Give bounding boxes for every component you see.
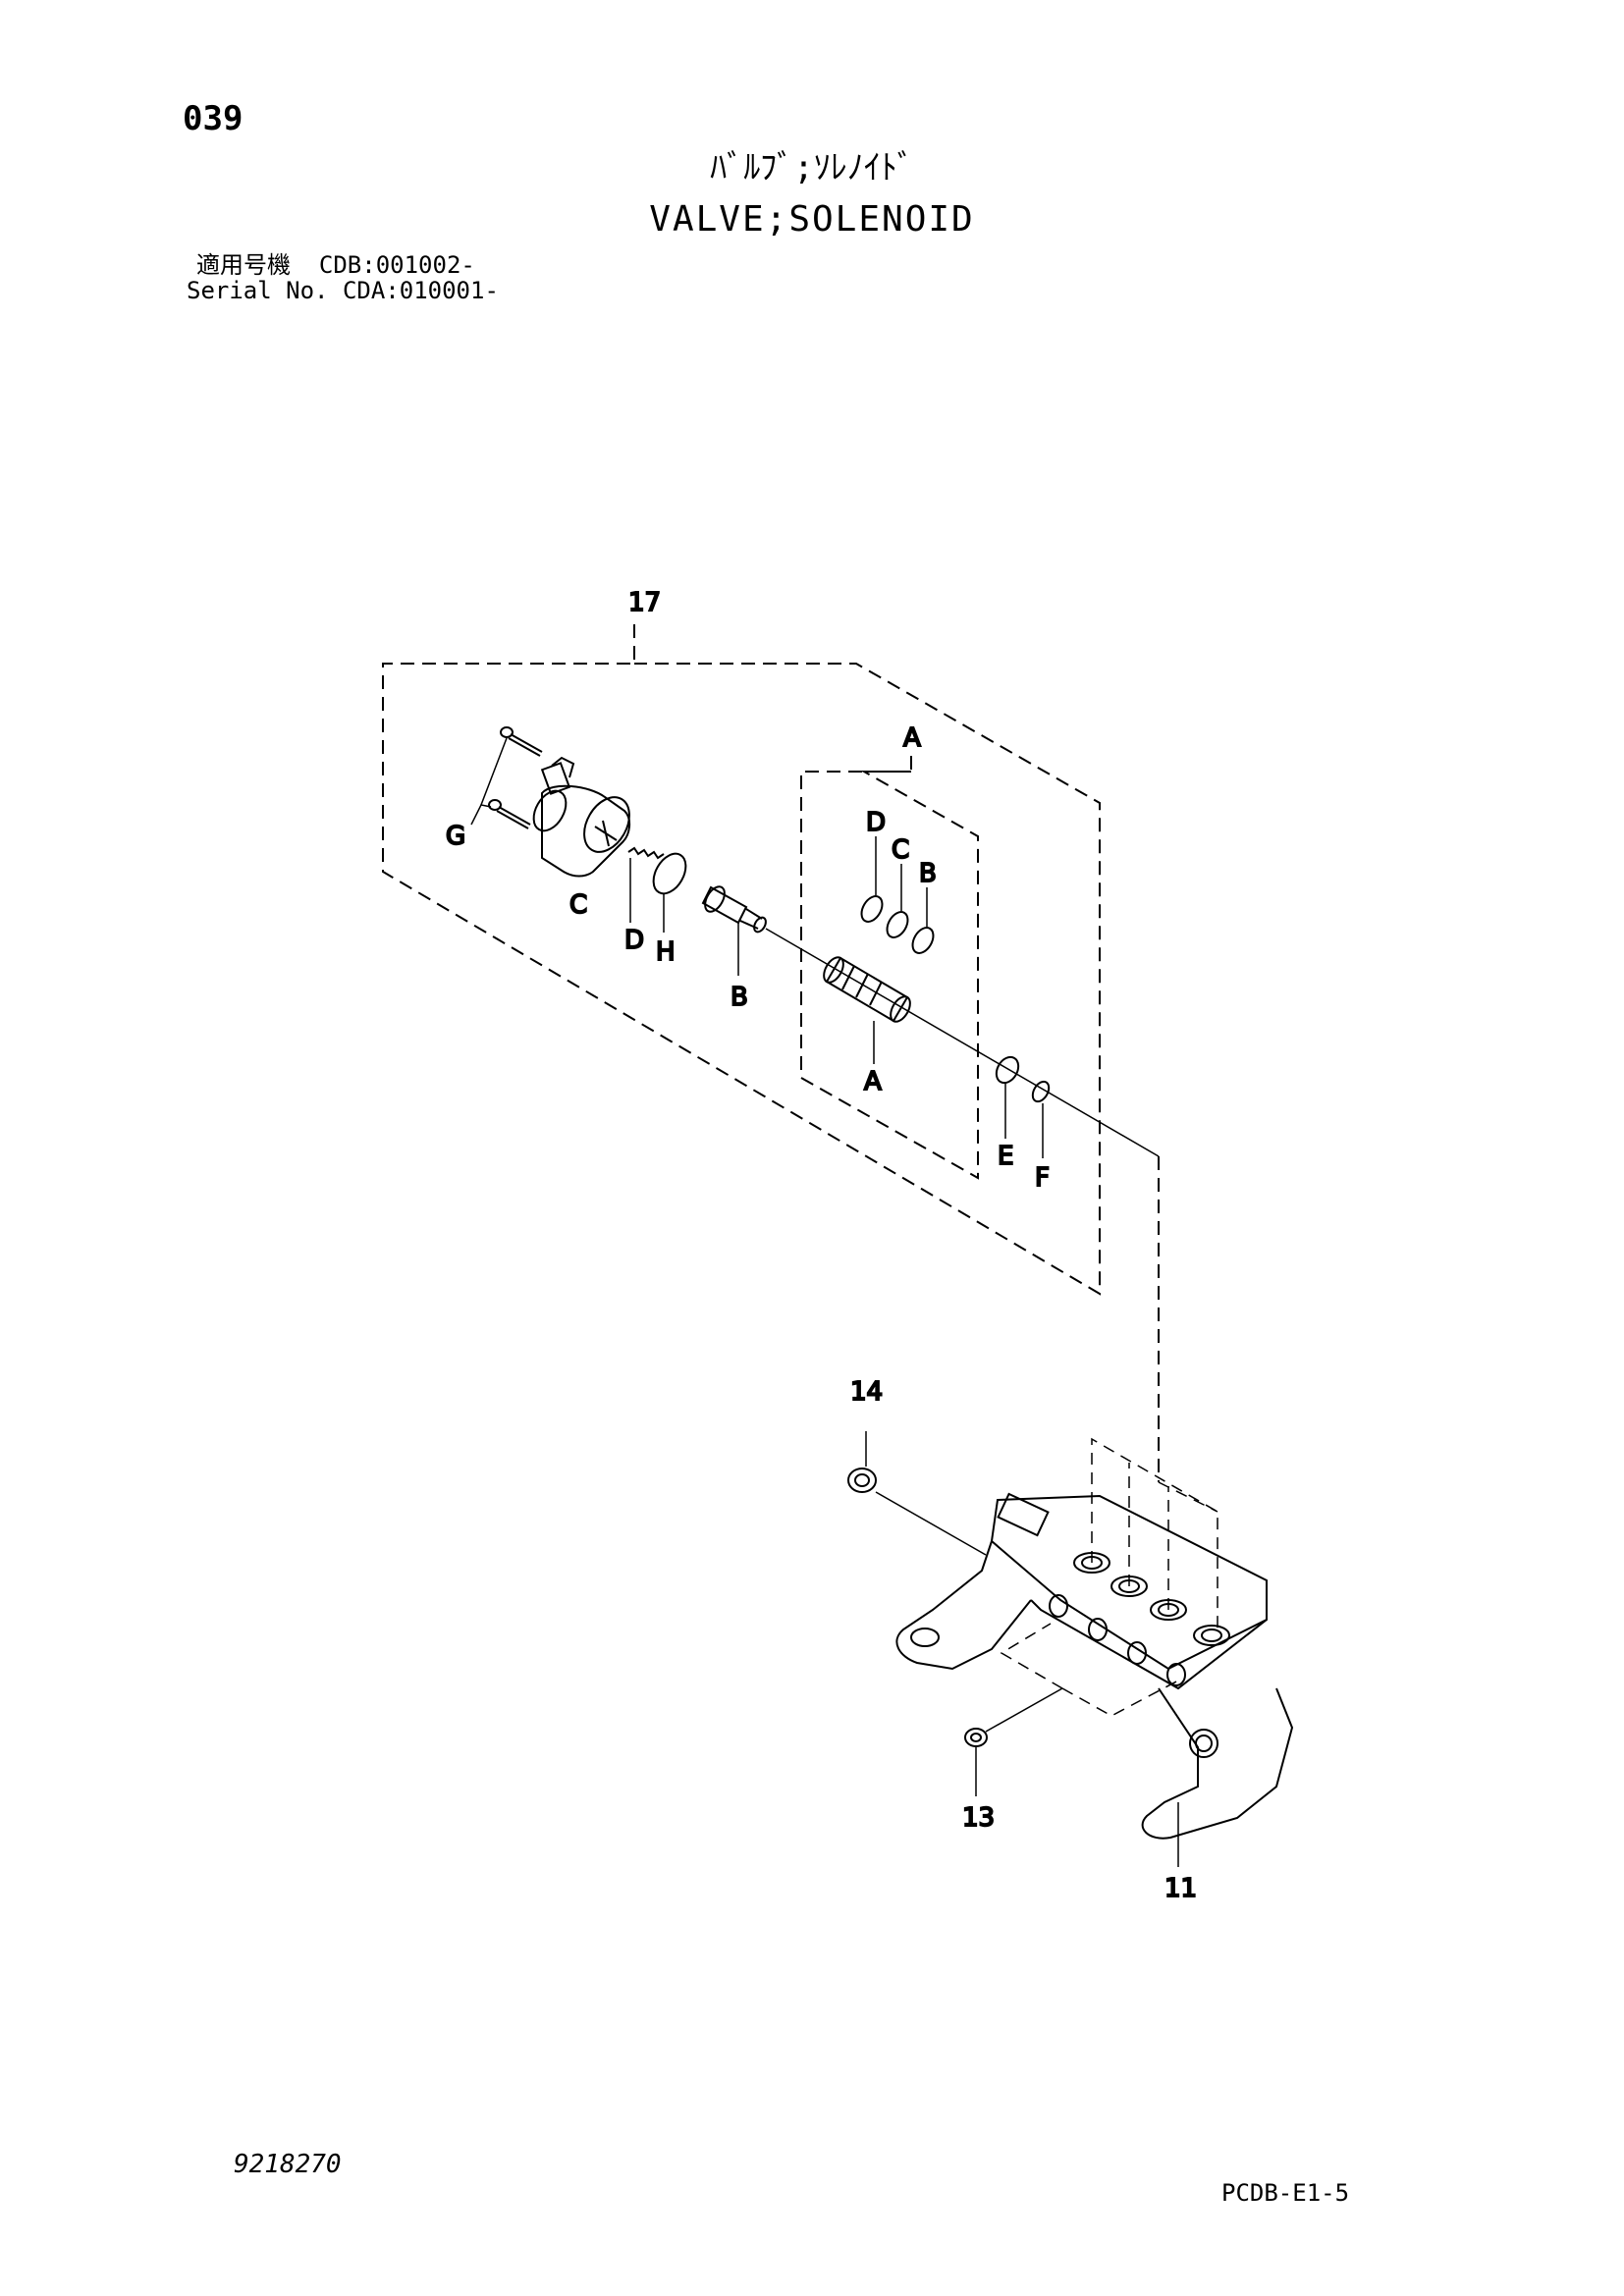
o-ring-kit-b <box>911 887 935 954</box>
leader-g-2 <box>470 804 482 826</box>
axis-line <box>765 928 1160 1157</box>
callout-h: H <box>656 937 676 967</box>
callout-e: E <box>998 1142 1013 1171</box>
document-number: 9218270 <box>234 2150 342 2179</box>
spool-b <box>701 885 767 976</box>
applicable-models: 適用号機 CDB:001002- <box>196 253 475 277</box>
page-number: 039 <box>183 99 244 138</box>
callout-17: 17 <box>628 588 661 617</box>
ring-f <box>1031 1080 1051 1158</box>
callout-a-top: A <box>903 723 921 753</box>
callout-d-kit: D <box>866 808 886 837</box>
leader-g <box>479 737 508 808</box>
plug-13 <box>964 1687 1063 1796</box>
callout-14: 14 <box>850 1377 883 1407</box>
callout-b-kit: B <box>919 859 937 888</box>
callout-c-kit: C <box>892 835 909 865</box>
serial-value: CDA:010001- <box>342 277 499 304</box>
serial-label: Serial No. <box>187 277 329 304</box>
assembly-17-boundary <box>382 624 1101 1296</box>
title-japanese: ﾊﾞﾙﾌﾞ;ｿﾚﾉｲﾄﾞ <box>710 148 914 187</box>
applicable-label: 適用号機 <box>196 251 291 279</box>
kit-a-boundary <box>800 756 979 1180</box>
o-ring-h <box>652 852 687 933</box>
page-code: PCDB-E1-5 <box>1221 2179 1350 2207</box>
spring-d <box>627 846 665 923</box>
callout-b: B <box>731 983 748 1012</box>
callout-d: D <box>624 926 644 955</box>
screw-lower <box>488 799 531 829</box>
port-guides <box>1000 1437 1218 1717</box>
callout-f: F <box>1035 1163 1050 1193</box>
callout-13: 13 <box>962 1803 995 1833</box>
plug-e <box>995 1055 1020 1139</box>
o-ring-kit-c <box>886 864 909 938</box>
valve-body <box>895 1492 1294 1867</box>
callout-g: G <box>446 822 465 851</box>
applicable-value: CDB:001002- <box>318 251 475 279</box>
callout-c: C <box>569 890 587 920</box>
plug-14 <box>847 1431 987 1556</box>
o-ring-kit-d <box>860 836 884 923</box>
solenoid-coil <box>532 756 630 878</box>
serial-number: Serial No. CDA:010001- <box>187 279 499 302</box>
callout-a-bottom: A <box>864 1067 882 1096</box>
screw-upper <box>500 726 543 757</box>
title-english: VALVE;SOLENOID <box>649 199 975 240</box>
sleeve-a <box>823 956 911 1064</box>
callout-11: 11 <box>1164 1874 1197 1903</box>
